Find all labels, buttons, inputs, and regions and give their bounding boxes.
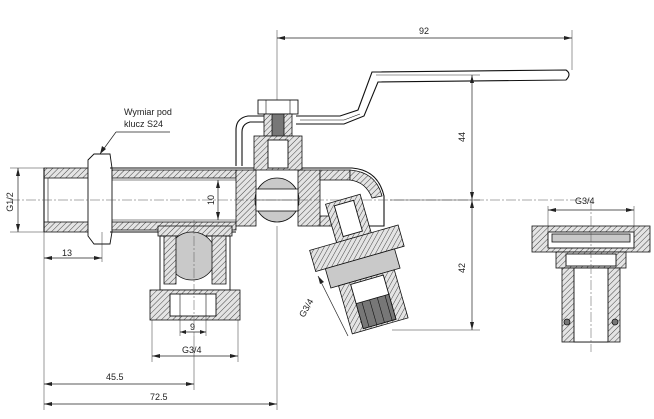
- dimension-g34-bottom: [151, 320, 239, 362]
- dim-g34-nozzle-label: G3/4: [297, 297, 315, 319]
- dim-13-label: 13: [62, 248, 72, 258]
- dimension-44-42: [376, 74, 480, 331]
- dimension-g34-adapter: [547, 206, 635, 232]
- dimension-13: [43, 232, 103, 262]
- dim-455-label: 45.5: [106, 372, 124, 382]
- dim-9-label: 9: [190, 322, 195, 332]
- dimension-725: [44, 226, 278, 410]
- dimension-455: [43, 262, 195, 410]
- dim-g12-label: G1/2: [5, 192, 15, 212]
- valve-stem-handle: [235, 69, 570, 171]
- wrench-note-line2: klucz S24: [124, 119, 163, 129]
- dim-44-label: 44: [457, 132, 467, 142]
- dimension-10: [216, 180, 220, 220]
- dim-42-label: 42: [457, 263, 467, 273]
- dimension-9: [179, 316, 207, 336]
- wrench-note-line1: Wymiar pod: [124, 107, 172, 117]
- dimension-g34-nozzle: [317, 275, 349, 337]
- wrench-size-leader: [99, 131, 170, 155]
- dim-92-label: 92: [419, 26, 429, 36]
- dim-725-label: 72.5: [150, 392, 168, 402]
- stem-nut: [257, 99, 299, 115]
- dim-g34-adapter-label: G3/4: [575, 196, 595, 206]
- angled-nozzle: [309, 193, 409, 335]
- dim-g34-bottom-label: G3/4: [182, 345, 202, 355]
- dimension-92: [276, 30, 573, 100]
- bottom-outlet: [149, 220, 241, 336]
- dimension-g12: [10, 167, 44, 233]
- inlet-hex: [87, 153, 113, 245]
- dim-10-label: 10: [206, 195, 216, 205]
- hose-adapter: [531, 200, 651, 352]
